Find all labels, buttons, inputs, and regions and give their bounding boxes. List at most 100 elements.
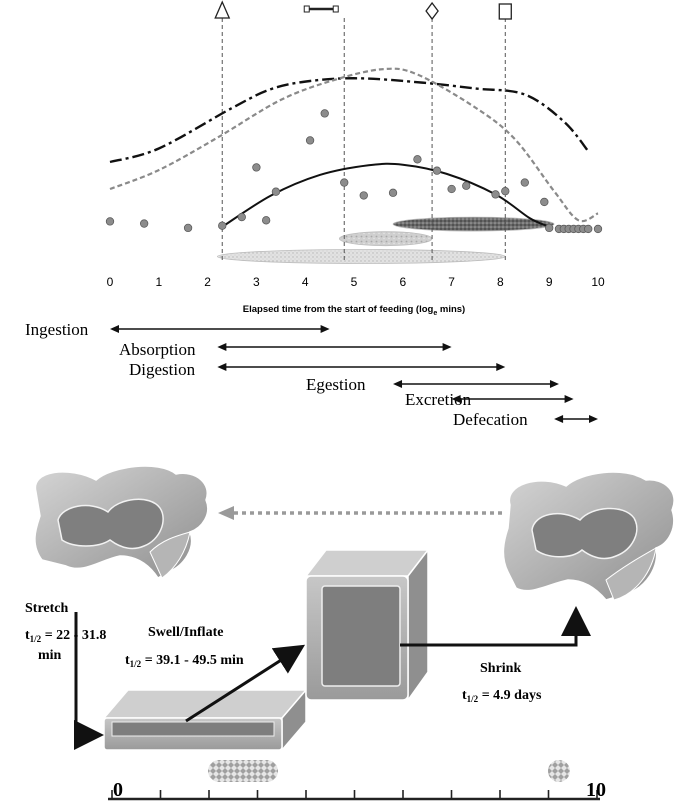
phase-excretion: Excretion bbox=[405, 390, 574, 409]
shrink-half-life: t1/2 = 4.9 days bbox=[462, 688, 542, 704]
x-tick-label: 0 bbox=[107, 275, 114, 289]
data-point bbox=[520, 178, 529, 187]
data-point bbox=[359, 191, 368, 200]
stomach-shape-right bbox=[502, 471, 675, 601]
band-wide bbox=[216, 249, 506, 264]
phase-arrow-head-left bbox=[110, 325, 119, 333]
x-tick-label: 3 bbox=[253, 275, 260, 289]
data-point bbox=[218, 221, 227, 230]
bar-marker-left-cap bbox=[303, 5, 310, 13]
phase-label: Defecation bbox=[453, 410, 528, 429]
data-point bbox=[183, 223, 193, 233]
square-marker bbox=[498, 3, 512, 20]
triangle-marker bbox=[214, 0, 231, 19]
data-point bbox=[252, 163, 261, 172]
bottom-axis-end: 10 bbox=[586, 779, 606, 801]
data-point bbox=[501, 187, 510, 196]
data-point bbox=[140, 219, 149, 228]
phase-defecation: Defecation bbox=[453, 410, 598, 429]
x-axis-title: Elapsed time from the start of feeding (… bbox=[243, 304, 465, 317]
bottom-marker-group-left bbox=[208, 760, 278, 782]
data-point bbox=[584, 224, 593, 234]
swell-half-life: t1/2 = 39.1 - 49.5 min bbox=[125, 653, 244, 669]
phase-egestion: Egestion bbox=[306, 375, 559, 394]
data-point bbox=[388, 188, 398, 197]
data-point bbox=[491, 190, 500, 199]
inflate-to-shrink-arrow bbox=[400, 606, 591, 647]
bottom-marker-group-right bbox=[548, 760, 570, 782]
stretch-half-life: t1/2 = 22 - 31.8 bbox=[25, 628, 106, 644]
reference-markers bbox=[214, 0, 512, 21]
phase-label: Excretion bbox=[405, 390, 472, 409]
x-tick-label: 1 bbox=[155, 275, 162, 289]
dash-dot-curve bbox=[109, 77, 590, 164]
data-point bbox=[105, 217, 115, 226]
data-points bbox=[105, 109, 603, 234]
phase-label: Ingestion bbox=[25, 320, 89, 339]
data-point bbox=[447, 184, 456, 194]
phase-arrow-head-left bbox=[217, 363, 227, 371]
data-point bbox=[237, 212, 246, 222]
bottom-time-axis: 0 10 bbox=[108, 760, 606, 801]
stretch-to-swell-arrow bbox=[74, 612, 104, 750]
phase-arrow-head-right bbox=[442, 343, 452, 351]
bottom-axis-start: 0 bbox=[113, 779, 123, 801]
stretch-half-life-unit: min bbox=[38, 648, 62, 663]
solid-curve bbox=[221, 162, 548, 228]
phase-ingestion: Ingestion bbox=[25, 320, 330, 339]
swell-title: Swell/Inflate bbox=[148, 625, 223, 640]
band-dark bbox=[392, 216, 555, 232]
data-point bbox=[413, 155, 422, 164]
data-point bbox=[340, 178, 349, 187]
bar-marker bbox=[303, 5, 339, 13]
return-arrow-head bbox=[218, 506, 234, 520]
data-point bbox=[320, 109, 329, 118]
phase-label: Egestion bbox=[306, 375, 366, 394]
phase-arrow-head-left bbox=[217, 343, 227, 351]
phase-label: Absorption bbox=[119, 340, 196, 359]
x-tick-label: 9 bbox=[546, 275, 553, 289]
data-point bbox=[593, 224, 603, 234]
data-point bbox=[305, 136, 315, 145]
data-point bbox=[545, 223, 554, 233]
data-point bbox=[262, 216, 271, 225]
x-tick-label: 6 bbox=[399, 275, 406, 289]
x-tick-label: 4 bbox=[302, 275, 309, 289]
phase-arrow-head-right bbox=[564, 395, 574, 403]
phase-arrow-head-right bbox=[320, 325, 330, 333]
stomach-shape-left bbox=[34, 465, 209, 580]
phase-absorption: Absorption bbox=[119, 340, 452, 359]
dashed-curve bbox=[109, 67, 599, 223]
phase-arrow-head-left bbox=[393, 380, 403, 388]
data-point bbox=[432, 166, 442, 175]
phase-arrow-head-left bbox=[451, 395, 461, 403]
phase-arrow-head-right bbox=[549, 380, 559, 388]
phase-arrow-head-right bbox=[589, 415, 598, 423]
tall-block bbox=[304, 547, 430, 703]
phase-arrow-head-left bbox=[554, 415, 564, 423]
shrink-title: Shrink bbox=[480, 661, 521, 676]
phase-arrow-head-right bbox=[496, 363, 506, 371]
stretch-title: Stretch bbox=[25, 601, 68, 616]
vertical-reference-lines bbox=[221, 18, 506, 262]
x-tick-label: 10 bbox=[591, 275, 605, 289]
digestion-phases: IngestionAbsorptionDigestionEgestionExcr… bbox=[25, 320, 598, 429]
bottom-axis-ticks bbox=[111, 790, 598, 799]
x-tick-label: 2 bbox=[204, 275, 211, 289]
diamond-marker bbox=[425, 1, 439, 21]
x-tick-label: 5 bbox=[351, 275, 358, 289]
data-point bbox=[540, 197, 549, 207]
data-point bbox=[462, 181, 471, 190]
phase-digestion: Digestion bbox=[129, 360, 506, 379]
gut-cycle-diagram: Stretch t1/2 = 22 - 31.8 min Swell/Infla… bbox=[25, 465, 675, 753]
x-tick-label: 8 bbox=[497, 275, 504, 289]
band-mid bbox=[338, 231, 433, 247]
data-point bbox=[271, 187, 281, 196]
swell-to-inflate-arrow bbox=[185, 644, 306, 723]
flat-block bbox=[102, 687, 308, 753]
curves bbox=[109, 67, 599, 228]
bar-marker-right-cap bbox=[332, 5, 339, 13]
